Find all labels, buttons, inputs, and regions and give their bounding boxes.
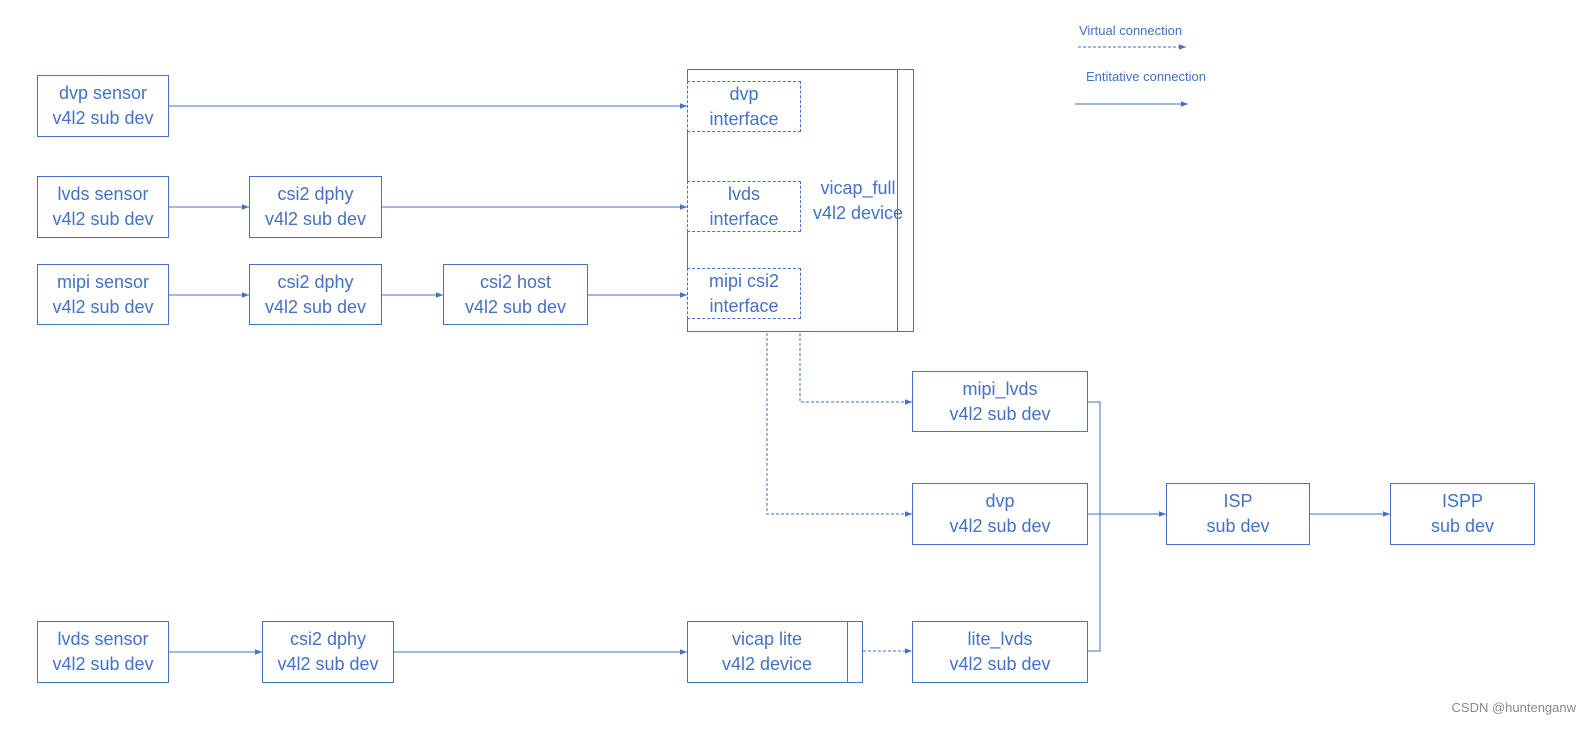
csi2-dphy-2-line1: csi2 dphy: [277, 271, 354, 292]
csi2-dphy-node-2: csi2 dphy v4l2 sub dev: [249, 264, 382, 325]
legend-virtual-label: Virtual connection: [1079, 23, 1183, 38]
lvds-sensor-2-line1: lvds sensor: [57, 629, 149, 649]
dvp-sensor-line2: v4l2 sub dev: [52, 108, 154, 128]
mipi-lvds-line1: mipi_lvds: [962, 378, 1038, 399]
lite-lvds-line2: v4l2 sub dev: [949, 654, 1051, 674]
mipi-sensor-line2: v4l2 sub dev: [52, 296, 154, 317]
isp-node: ISP sub dev: [1166, 483, 1310, 545]
isp-line2: sub dev: [1206, 516, 1270, 536]
csi2-dphy-node-3: csi2 dphy v4l2 sub dev: [262, 621, 394, 683]
csi2-dphy-1-line1: csi2 dphy: [277, 184, 354, 204]
lvds-sensor-2-node: lvds sensor v4l2 sub dev: [37, 621, 169, 683]
dvp-interface-node: dvp interface: [687, 81, 801, 132]
vicap-full-device-sidebar: [897, 69, 914, 332]
dvp-sensor-line1: dvp sensor: [58, 83, 148, 103]
lvds-sensor-line1: lvds sensor: [57, 184, 149, 204]
csi2-dphy-2-line2: v4l2 sub dev: [264, 296, 367, 317]
mipi-interface-line1: mipi csi2: [708, 270, 779, 291]
wire-vicap-full-to-dvp-subdev: [766, 333, 912, 517]
lite-lvds-subdev-node: lite_lvds v4l2 sub dev: [912, 621, 1088, 683]
ispp-line1: ISPP: [1441, 491, 1484, 511]
lvds-interface-node: lvds interface: [687, 181, 801, 232]
csi2-host-node: csi2 host v4l2 sub dev: [443, 264, 588, 325]
vicap-lite-label: vicap lite v4l2 device: [687, 627, 847, 677]
csi2-dphy-3-line2: v4l2 sub dev: [277, 654, 379, 674]
csi2-host-line1: csi2 host: [479, 271, 552, 292]
vicap-full-label: vicap_full v4l2 device: [806, 176, 910, 226]
lvds-interface-line2: interface: [709, 208, 779, 229]
wire-mipi-lvds-to-bus: [1088, 401, 1101, 652]
mipi-interface-node: mipi csi2 interface: [687, 268, 801, 319]
mipi-lvds-line2: v4l2 sub dev: [949, 403, 1051, 424]
dvp-subdev-node: dvp v4l2 sub dev: [912, 483, 1088, 545]
dvp-sensor-node: dvp sensor v4l2 sub dev: [37, 75, 169, 137]
vicap-lite-line1: vicap lite: [731, 629, 803, 649]
ispp-node: ISPP sub dev: [1390, 483, 1535, 545]
isp-line1: ISP: [1223, 491, 1253, 511]
mipi-sensor-node: mipi sensor v4l2 sub dev: [37, 264, 169, 325]
wire-vicap-full-to-mipi-lvds: [799, 333, 912, 405]
lvds-sensor-line2: v4l2 sub dev: [52, 209, 154, 229]
csi2-dphy-node-1: csi2 dphy v4l2 sub dev: [249, 176, 382, 238]
dvp-interface-line2: interface: [709, 108, 779, 129]
ispp-line2: sub dev: [1430, 516, 1495, 536]
vicap-full-line2: v4l2 device: [812, 203, 904, 223]
lvds-sensor-2-line2: v4l2 sub dev: [52, 654, 154, 674]
csi2-dphy-3-line1: csi2 dphy: [289, 629, 367, 649]
vicap-lite-line2: v4l2 device: [721, 654, 813, 674]
csi2-dphy-1-line2: v4l2 sub dev: [264, 209, 367, 229]
watermark: CSDN @huntenganw: [1451, 700, 1576, 715]
lvds-sensor-node: lvds sensor v4l2 sub dev: [37, 176, 169, 238]
dvp-interface-line1: dvp: [729, 83, 759, 104]
mipi-interface-line2: interface: [709, 295, 779, 316]
vicap-lite-device: [687, 621, 863, 683]
vicap-full-line1: vicap_full: [820, 178, 896, 198]
dvp-subdev-line1: dvp: [985, 491, 1015, 511]
mipi-lvds-subdev-node: mipi_lvds v4l2 sub dev: [912, 371, 1088, 432]
lvds-interface-line1: lvds: [727, 183, 760, 204]
csi2-host-line2: v4l2 sub dev: [464, 296, 567, 317]
dvp-subdev-line2: v4l2 sub dev: [949, 516, 1051, 536]
lite-lvds-line1: lite_lvds: [967, 629, 1033, 649]
vicap-lite-device-sidebar: [847, 621, 863, 683]
legend-entitative-label: Entitative connection: [1086, 69, 1206, 84]
mipi-sensor-line1: mipi sensor: [56, 271, 150, 292]
